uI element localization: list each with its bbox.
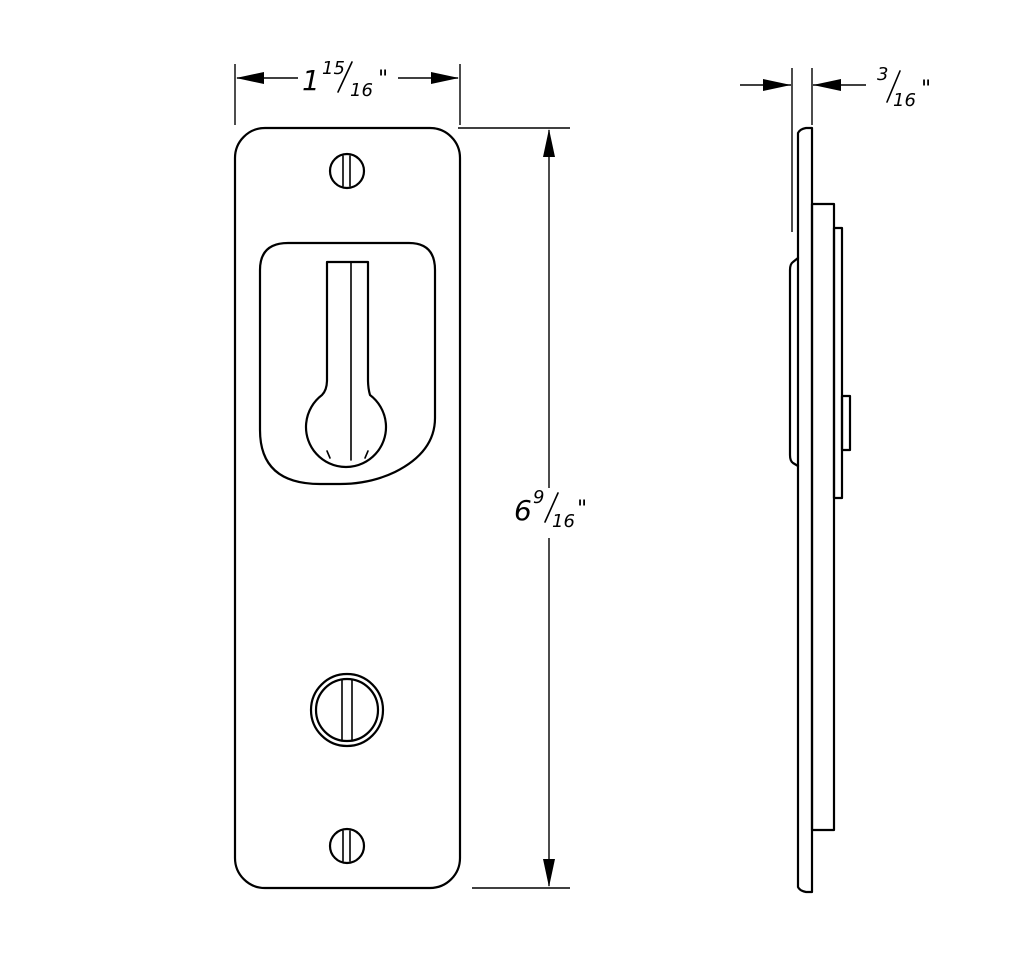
svg-text:1: 1 [302, 64, 320, 97]
faceplate-outline [233, 126, 462, 890]
svg-text:16: 16 [893, 90, 916, 111]
height-label: 6 9 16 " [514, 487, 587, 532]
svg-text:16: 16 [552, 511, 575, 532]
height-dimension [458, 127, 570, 889]
front-view [233, 126, 462, 890]
svg-text:": " [921, 77, 931, 102]
svg-text:": " [577, 497, 587, 522]
top-screw [328, 152, 366, 190]
svg-text:3: 3 [877, 64, 888, 85]
svg-text:9: 9 [533, 487, 544, 508]
bottom-screw [328, 827, 366, 865]
finger-pull-recess [258, 241, 437, 486]
depth-label: 3 16 " [877, 64, 931, 111]
width-dimension [234, 64, 461, 125]
svg-text:16: 16 [350, 80, 373, 101]
svg-text:6: 6 [514, 494, 532, 527]
privacy-turn [309, 672, 385, 748]
svg-text:15: 15 [322, 58, 345, 79]
width-label: 1 15 16 " [302, 58, 388, 101]
pull-lever [304, 260, 388, 469]
side-view [788, 126, 852, 894]
svg-text:": " [378, 67, 388, 92]
depth-dimension [740, 68, 866, 232]
